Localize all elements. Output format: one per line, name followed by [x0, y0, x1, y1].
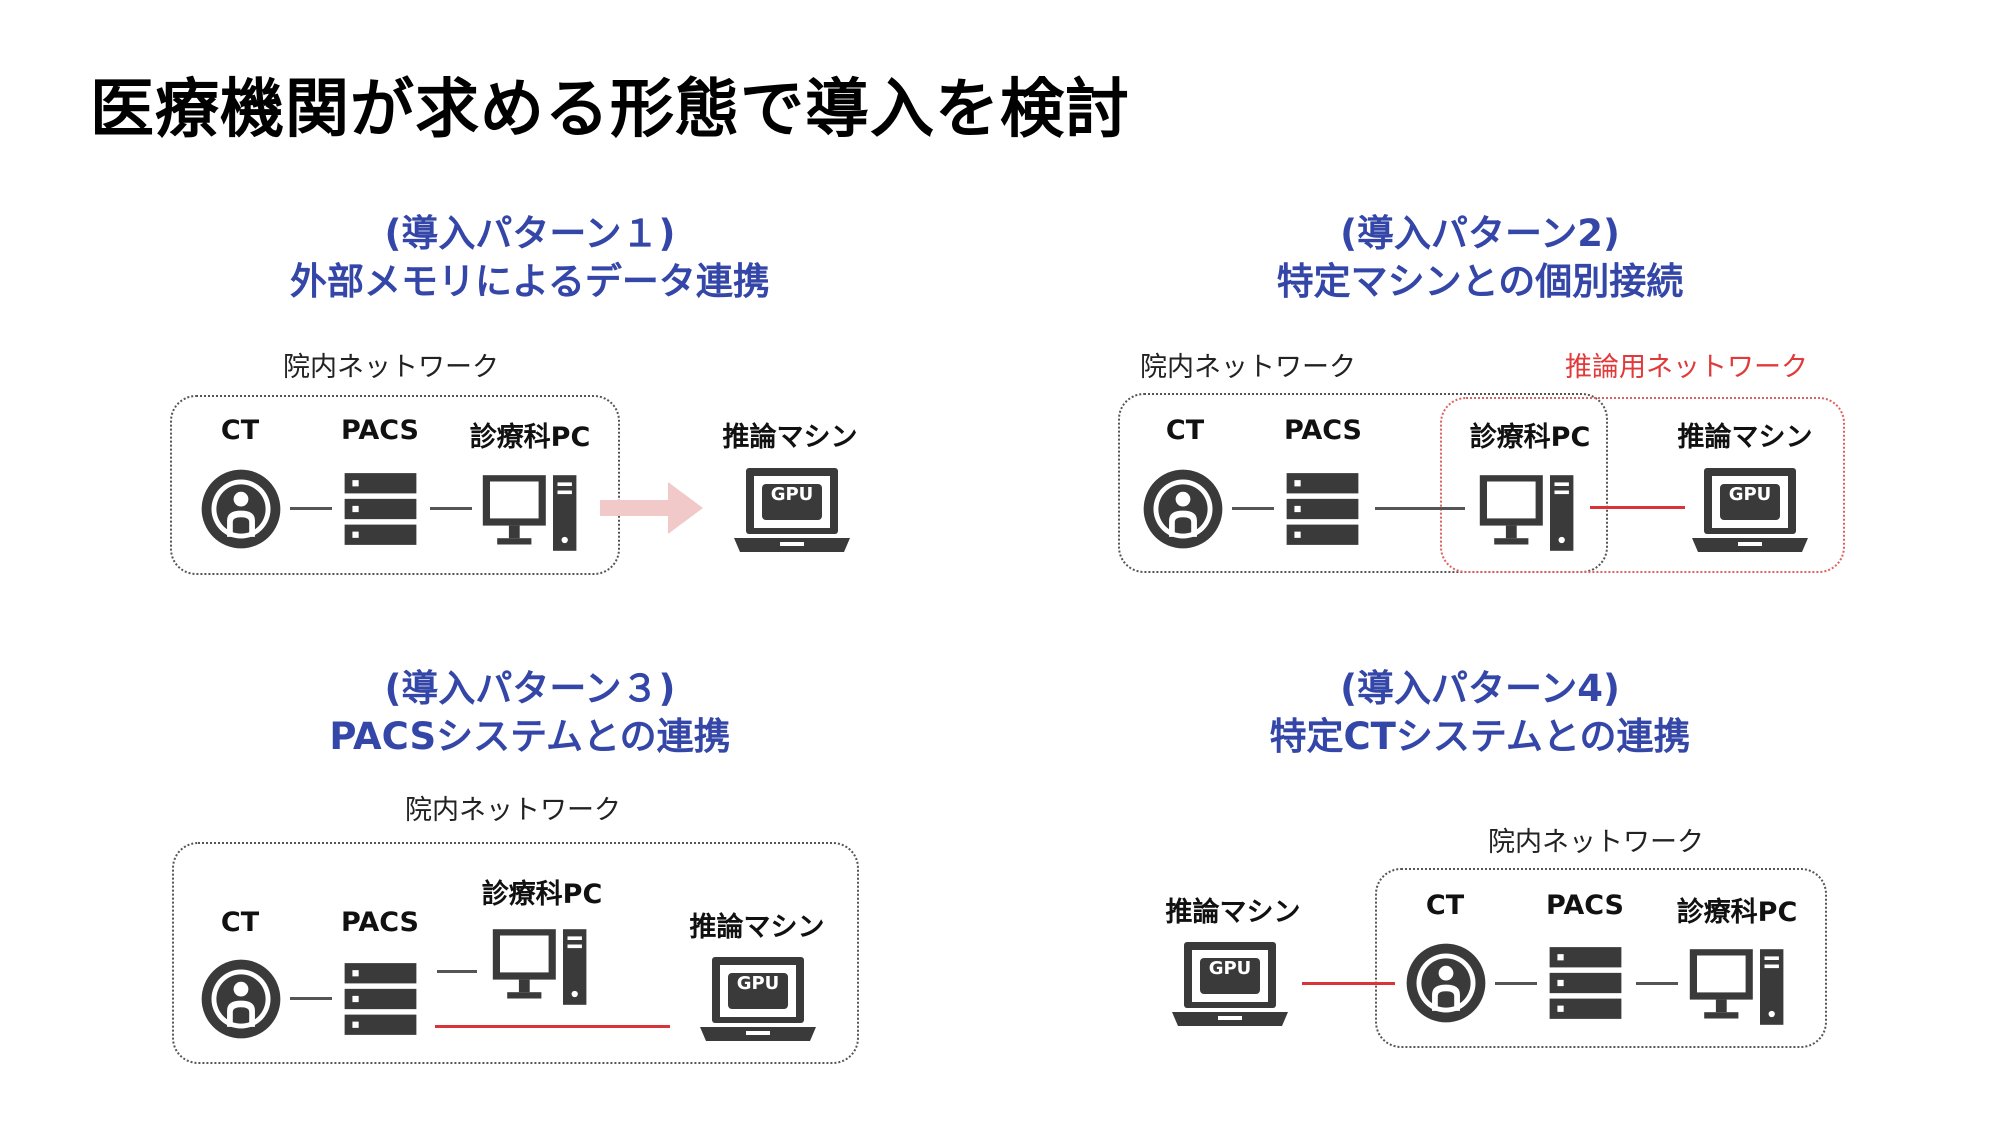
pattern1-subtitle: 外部メモリによるデータ連携: [290, 260, 770, 303]
pattern3-ct-label: CT: [220, 907, 260, 938]
pattern4-number: (導入パターン4): [1340, 667, 1620, 710]
pattern1-heading: (導入パターン１) 外部メモリによるデータ連携: [230, 210, 830, 306]
ct-scanner-icon: [200, 468, 282, 550]
server-icon: [1280, 470, 1365, 548]
pattern2-heading: (導入パターン2) 特定マシンとの個別接続: [1180, 210, 1780, 306]
desktop-pc-icon: [488, 922, 593, 1012]
gpu-laptop-icon: [1170, 940, 1290, 1030]
arrow-right-icon: [600, 482, 703, 534]
pattern3-heading: (導入パターン３) PACSシステムとの連携: [230, 665, 830, 761]
pattern3-machine-label: 推論マシン: [689, 912, 825, 943]
pattern3-pc-label: 診療科PC: [481, 879, 603, 910]
gpu-laptop-icon: [1690, 466, 1810, 556]
connector-line: [1375, 507, 1465, 510]
pattern1-ct-label: CT: [220, 415, 260, 446]
server-icon: [1543, 944, 1628, 1022]
pattern1-network-box: [170, 395, 620, 575]
pattern3-network-label: 院内ネットワーク: [405, 795, 621, 826]
gpu-label: GPU: [736, 973, 780, 994]
pattern2-network-label: 院内ネットワーク: [1140, 352, 1356, 383]
connector-line: [1232, 507, 1274, 510]
pattern2-inference-network-box: [1440, 397, 1845, 573]
connector-line: [437, 970, 477, 973]
pattern4-network-box: [1375, 868, 1827, 1048]
pattern4-network-label: 院内ネットワーク: [1488, 827, 1704, 858]
pattern2-machine-label: 推論マシン: [1677, 422, 1813, 453]
pattern4-subtitle: 特定CTシステムとの連携: [1269, 715, 1691, 758]
connector-line: [430, 507, 472, 510]
desktop-pc-icon: [1475, 468, 1580, 558]
ct-scanner-icon: [1405, 942, 1487, 1024]
gpu-label: GPU: [1208, 958, 1252, 979]
pattern2-inference-network-label: 推論用ネットワーク: [1565, 352, 1808, 383]
pattern2-number: (導入パターン2): [1340, 212, 1620, 255]
pattern1-number: (導入パターン１): [384, 212, 676, 255]
inference-connection-line: [1302, 982, 1395, 985]
desktop-pc-icon: [478, 468, 583, 558]
pattern4-pc-label: 診療科PC: [1676, 897, 1798, 928]
inference-connection-line: [435, 1025, 670, 1028]
pattern1-pc-label: 診療科PC: [469, 422, 591, 453]
desktop-pc-icon: [1685, 942, 1790, 1032]
pattern4-ct-label: CT: [1425, 890, 1465, 921]
connector-line: [290, 507, 332, 510]
gpu-laptop-icon: [732, 466, 852, 556]
pattern1-network-label: 院内ネットワーク: [283, 352, 499, 383]
pattern3-network-box: [172, 842, 859, 1064]
connector-line: [1636, 982, 1678, 985]
pattern2-network-box: [1118, 393, 1608, 573]
pattern2-pc-label: 診療科PC: [1469, 422, 1591, 453]
connector-line: [1495, 982, 1537, 985]
pattern2-pacs-label: PACS: [1284, 415, 1362, 446]
pattern2-subtitle: 特定マシンとの個別接続: [1276, 260, 1684, 303]
server-icon: [338, 470, 423, 548]
pattern3-number: (導入パターン３): [384, 667, 676, 710]
gpu-label: GPU: [770, 484, 814, 505]
pattern3-subtitle: PACSシステムとの連携: [329, 715, 731, 758]
pattern4-machine-label: 推論マシン: [1165, 897, 1301, 928]
inference-connection-line: [1590, 506, 1685, 509]
ct-scanner-icon: [1142, 468, 1224, 550]
server-icon: [338, 960, 423, 1038]
pattern1-machine-label: 推論マシン: [722, 422, 858, 453]
gpu-laptop-icon: [698, 955, 818, 1045]
pattern4-heading: (導入パターン4) 特定CTシステムとの連携: [1180, 665, 1780, 761]
pattern1-pacs-label: PACS: [341, 415, 419, 446]
gpu-label: GPU: [1728, 484, 1772, 505]
pattern2-ct-label: CT: [1165, 415, 1205, 446]
pattern4-pacs-label: PACS: [1546, 890, 1624, 921]
connector-line: [290, 997, 332, 1000]
page-title: 医療機関が求める形態で導入を検討: [90, 73, 1130, 147]
pattern3-pacs-label: PACS: [341, 907, 419, 938]
ct-scanner-icon: [200, 958, 282, 1040]
